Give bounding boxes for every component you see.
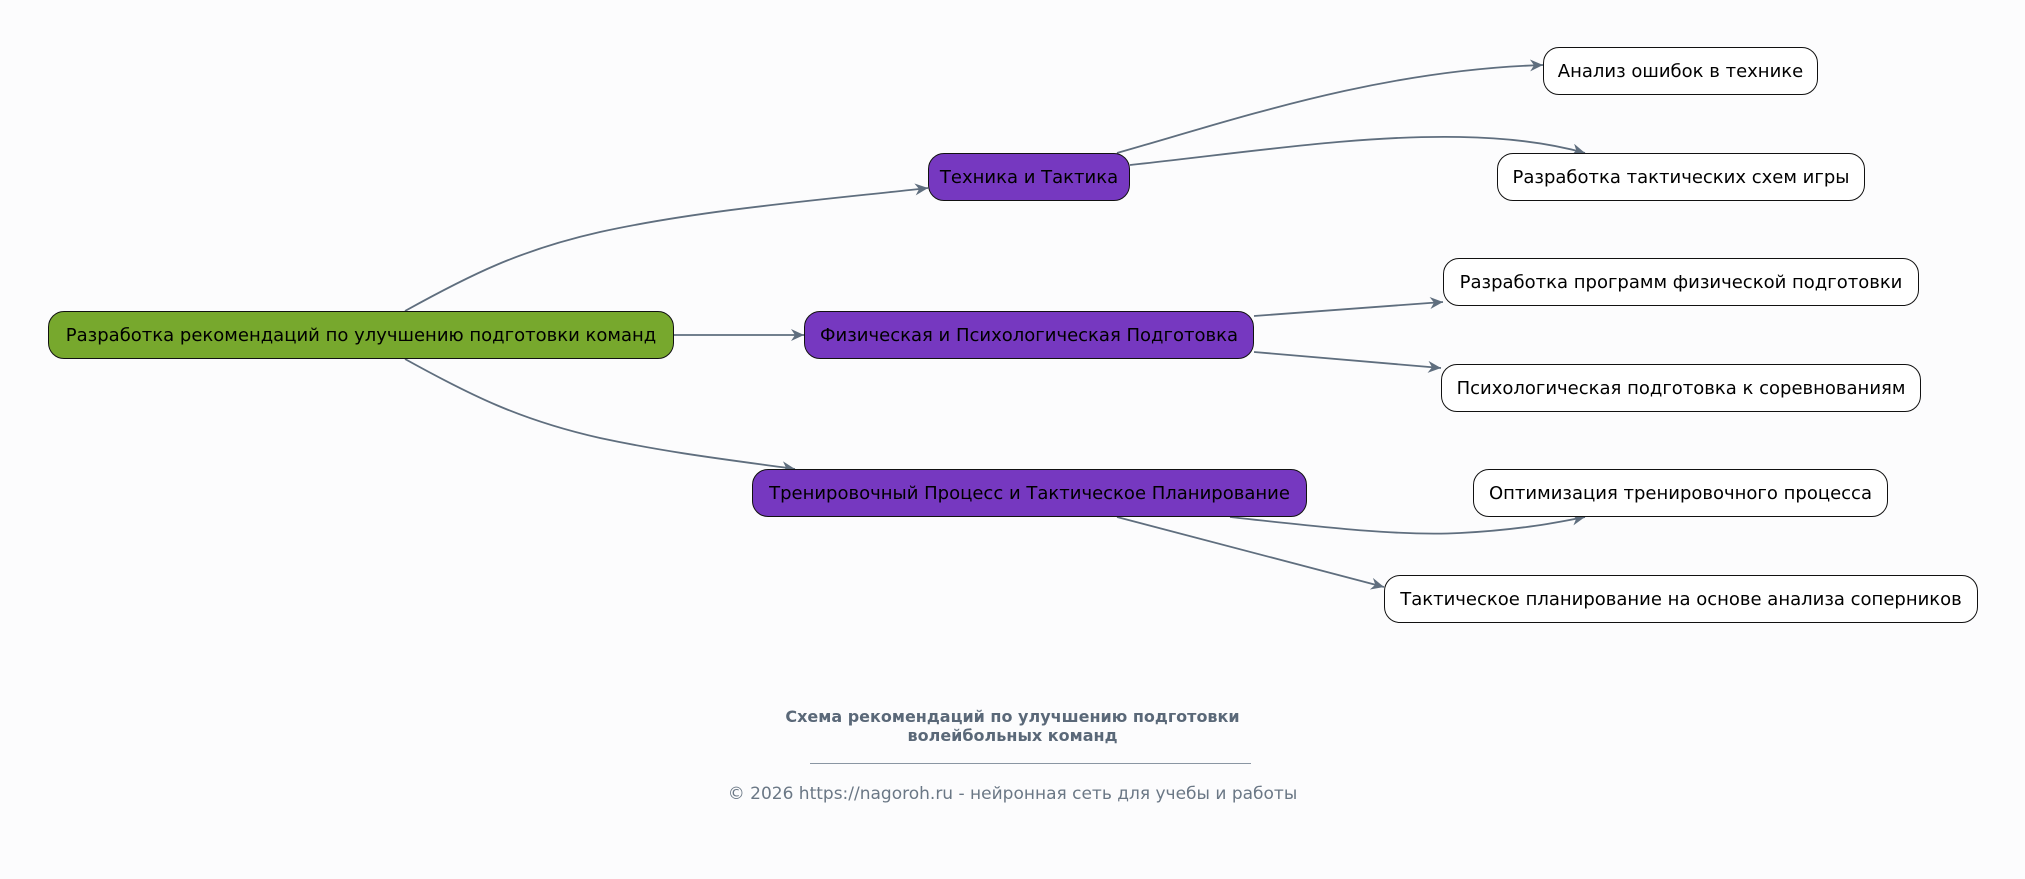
copyright-footer: © 2026 https://nagoroh.ru - нейронная се… xyxy=(727,784,1298,804)
node-technique-error-analysis: Анализ ошибок в технике xyxy=(1543,47,1818,95)
edge-b3-to-b3c2 xyxy=(1116,516,1385,590)
diagram-title-line-2: волейбольных команд xyxy=(907,726,1118,745)
edge-root-to-b3 xyxy=(404,358,796,474)
edge-b2-to-b2c1 xyxy=(1253,296,1444,317)
node-psychological-prep: Психологическая подготовка к соревновани… xyxy=(1441,364,1921,412)
node-tactical-schemes: Разработка тактических схем игры xyxy=(1497,153,1865,201)
edge-b2-to-b2c2 xyxy=(1253,351,1442,373)
edge-b1-to-b1c2 xyxy=(1129,135,1586,166)
node-label: Разработка тактических схем игры xyxy=(1512,166,1850,188)
node-label: Физическая и Психологическая Подготовка xyxy=(820,324,1238,346)
node-label: Техника и Тактика xyxy=(939,166,1119,188)
node-root: Разработка рекомендаций по улучшению под… xyxy=(48,311,674,359)
caption-divider xyxy=(810,763,1251,764)
node-label: Разработка рекомендаций по улучшению под… xyxy=(65,324,657,346)
diagram-title-line-1: Схема рекомендаций по улучшению подготов… xyxy=(785,707,1240,726)
edge-root-to-b1 xyxy=(404,183,929,312)
node-label: Анализ ошибок в технике xyxy=(1557,60,1804,82)
edge-b3-to-b3c1 xyxy=(1229,513,1586,535)
node-training-optimization: Оптимизация тренировочного процесса xyxy=(1473,469,1888,517)
node-label: Психологическая подготовка к соревновани… xyxy=(1456,377,1906,399)
node-physical-programs: Разработка программ физической подготовк… xyxy=(1443,258,1919,306)
node-opponent-analysis-planning: Тактическое планирование на основе анали… xyxy=(1384,575,1978,623)
node-training-planning: Тренировочный Процесс и Тактическое План… xyxy=(752,469,1307,517)
node-physical-psychological: Физическая и Психологическая Подготовка xyxy=(804,311,1254,359)
node-label: Тактическое планирование на основе анали… xyxy=(1400,588,1962,610)
node-label: Разработка программ физической подготовк… xyxy=(1459,271,1903,293)
edge-b1-to-b1c1 xyxy=(1116,59,1544,154)
node-technique-tactics: Техника и Тактика xyxy=(928,153,1130,201)
node-label: Оптимизация тренировочного процесса xyxy=(1489,482,1872,504)
node-label: Тренировочный Процесс и Тактическое План… xyxy=(769,482,1290,504)
